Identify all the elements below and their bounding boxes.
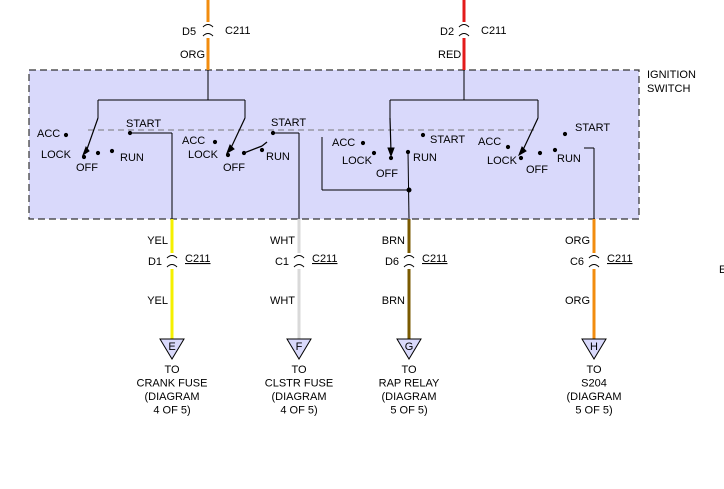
output-lower-color-g: BRN [382, 295, 405, 307]
switch-4 [505, 117, 595, 219]
output-destination-h-line-4: 5 OF 5) [575, 405, 612, 417]
switch-1-lock: LOCK [41, 149, 72, 161]
output-connector-bottom-f [293, 264, 305, 268]
switch-3 [321, 117, 426, 220]
output-lower-color-h: ORG [565, 295, 590, 307]
switch-4-run: RUN [557, 153, 581, 165]
output-destination-h-line-1: TO [586, 364, 602, 376]
output-destination-h-line-3: (DIAGRAM [567, 391, 622, 403]
switch-1-acc: ACC [37, 128, 60, 140]
switch-4-lock: LOCK [487, 155, 518, 167]
output-connector-name-g: C211 [422, 253, 447, 265]
switch-3-run: RUN [413, 152, 437, 164]
output-connector-name-e: C211 [185, 253, 210, 265]
switch-2-start: START [271, 117, 306, 129]
output-pin-g: D6 [385, 256, 399, 268]
feed-pin-d5: D5 [182, 26, 196, 38]
switch-4-acc: ACC [478, 136, 501, 148]
output-destination-g-line-3: (DIAGRAM [382, 391, 437, 403]
output-destination-e-line-4: 4 OF 5) [153, 405, 190, 417]
output-lower-color-e: YEL [147, 295, 168, 307]
switch-2-acc: ACC [182, 135, 205, 147]
output-destination-e-line-2: CRANK FUSE [137, 378, 208, 390]
internal-wiring [97, 70, 539, 118]
output-destination-g-line-1: TO [401, 364, 417, 376]
output-destination-e-line-1: TO [164, 364, 180, 376]
output-terminal-h [581, 338, 607, 360]
output-upper-color-g: BRN [382, 235, 405, 247]
output-connector-top-f [293, 255, 305, 259]
output-connector-bottom-e [166, 264, 178, 268]
switch-1-run: RUN [120, 152, 144, 164]
output-connector-top-g [403, 255, 415, 259]
output-connector-name-f: C211 [312, 253, 337, 265]
connector-symbol-d5 [202, 24, 214, 37]
edge-fragment: E [719, 264, 724, 276]
output-connector-top-e [166, 255, 178, 259]
switch-3-lock: LOCK [342, 155, 373, 167]
output-destination-f-line-4: 4 OF 5) [280, 405, 317, 417]
output-destination-f-line-2: CLSTR FUSE [265, 378, 333, 390]
feed-connector-d2: C211 [481, 25, 506, 37]
switch-4-start: START [575, 122, 610, 134]
output-terminal-f [286, 338, 312, 360]
switch-2-lock: LOCK [188, 149, 219, 161]
output-connector-top-h [588, 255, 600, 259]
feed-color-d5: ORG [180, 49, 205, 61]
output-connector-name-h: C211 [607, 253, 632, 265]
output-destination-h-line-2: S204 [581, 378, 607, 390]
switch-1-start: START [126, 118, 161, 130]
feed-pin-d2: D2 [440, 26, 454, 38]
output-terminal-letter-g: G [405, 341, 414, 353]
switch-label-line-1: IGNITION [647, 69, 696, 81]
output-lower-color-f: WHT [270, 295, 295, 307]
feed-color-d2: RED [438, 49, 461, 61]
switch-2-off: OFF [223, 162, 245, 174]
output-pin-h: C6 [570, 256, 584, 268]
output-terminal-letter-h: H [590, 341, 598, 353]
output-destination-g-line-4: 5 OF 5) [390, 405, 427, 417]
ignition-switch-housing [28, 69, 640, 220]
switch-4-off: OFF [526, 164, 548, 176]
output-upper-color-f: WHT [270, 235, 295, 247]
connector-symbol-d2 [458, 24, 470, 37]
output-destination-f-line-1: TO [291, 364, 307, 376]
output-connector-bottom-g [403, 264, 415, 268]
switch-label-line-2: SWITCH [647, 83, 690, 95]
output-terminal-e [159, 338, 185, 360]
switch-2 [212, 117, 300, 219]
output-pin-f: C1 [275, 256, 289, 268]
switch-2-run: RUN [266, 151, 290, 163]
switch-1-off: OFF [76, 162, 98, 174]
output-upper-color-e: YEL [147, 235, 168, 247]
feed-connector-d5: C211 [225, 25, 250, 37]
output-pin-e: D1 [148, 256, 162, 268]
output-upper-color-h: ORG [565, 235, 590, 247]
output-destination-e-line-3: (DIAGRAM [145, 391, 200, 403]
output-destination-f-line-3: (DIAGRAM [272, 391, 327, 403]
output-terminal-letter-e: E [168, 341, 175, 353]
output-destination-g-line-2: RAP RELAY [379, 378, 440, 390]
output-terminal-letter-f: F [296, 341, 303, 353]
switch-3-acc: ACC [332, 137, 355, 149]
output-terminal-g [396, 338, 422, 360]
output-connector-bottom-h [588, 264, 600, 268]
switch-3-start: START [430, 134, 465, 146]
switch-3-off: OFF [376, 168, 398, 180]
switch-1 [63, 117, 173, 219]
